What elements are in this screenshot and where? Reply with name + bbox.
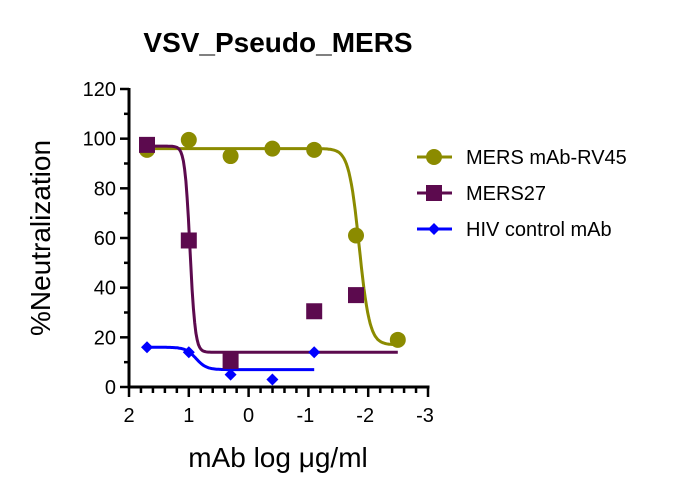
data-point-diamond: [266, 373, 279, 386]
data-points: [138, 131, 406, 386]
y-tick-label: 120: [83, 79, 116, 101]
data-point-circle: [306, 141, 323, 158]
legend-label: HIV control mAb: [466, 219, 612, 241]
data-point-circle: [222, 148, 239, 165]
data-point-circle: [426, 149, 442, 165]
data-point-diamond: [140, 341, 153, 354]
data-point-square: [348, 287, 365, 304]
data-point-diamond: [308, 346, 321, 359]
chart-title: VSV_Pseudo_MERS: [143, 27, 412, 58]
data-point-square: [180, 232, 197, 249]
fit-curve-1: [147, 144, 398, 354]
x-tick-label: 0: [243, 405, 254, 427]
y-tick-label: 60: [94, 228, 116, 250]
legend-label: MERS mAb-RV45: [466, 147, 627, 169]
x-tick-label: 1: [183, 405, 194, 427]
fit-curves: [147, 144, 398, 372]
data-point-circle: [348, 227, 365, 244]
data-point-diamond: [428, 223, 440, 235]
x-axis-label: mAb log μg/ml: [188, 442, 368, 473]
data-point-circle: [389, 331, 406, 348]
data-point-diamond: [182, 346, 195, 359]
legend-label: MERS27: [466, 183, 546, 205]
data-point-circle: [180, 131, 197, 148]
y-tick-label: 0: [105, 377, 116, 399]
y-tick-label: 40: [94, 278, 116, 300]
data-point-square: [306, 303, 323, 320]
x-tick-label: -2: [356, 405, 374, 427]
y-tick-label: 100: [83, 129, 116, 151]
y-tick-label: 20: [94, 327, 116, 349]
data-point-square: [426, 185, 442, 201]
x-tick-label: -1: [297, 405, 315, 427]
x-tick-label: -3: [416, 405, 434, 427]
y-axis-label: %Neutralization: [25, 140, 56, 336]
x-tick-label: 2: [123, 405, 134, 427]
data-point-square: [138, 136, 155, 153]
data-point-square: [222, 352, 239, 369]
axes: 0 20 40 60 80 100 120 2 1 0 -1 -2 -3: [83, 79, 434, 427]
y-tick-label: 80: [94, 178, 116, 200]
data-point-circle: [264, 140, 281, 157]
data-point-diamond: [224, 368, 237, 381]
